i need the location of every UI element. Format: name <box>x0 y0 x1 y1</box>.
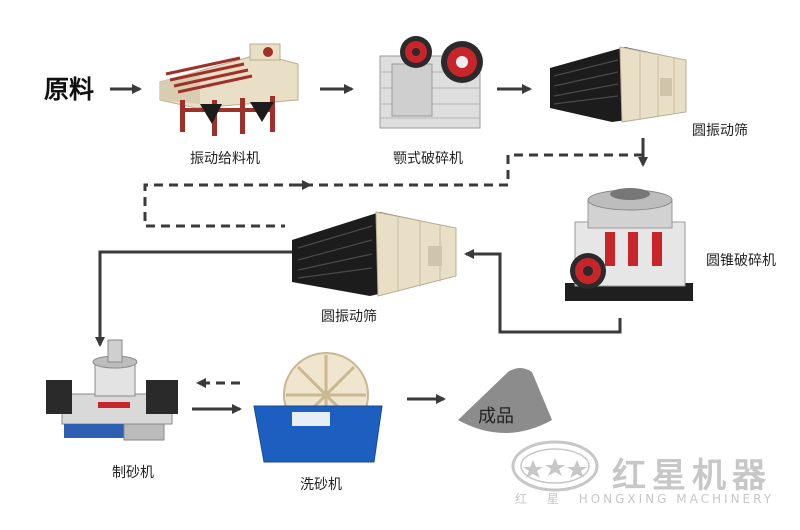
vibrating-feeder-label: 振动给料机 <box>190 151 260 167</box>
sand-washer-label: 洗砂机 <box>300 477 342 493</box>
arrow-screen2-to-sandmaker <box>95 250 294 347</box>
return-arrows-dashed <box>143 153 643 388</box>
vibrating-screen-1-image <box>550 46 687 123</box>
vibrating-screen-2-image <box>292 211 457 297</box>
product-pile <box>458 368 552 433</box>
cone-crusher-image <box>565 188 693 301</box>
brand-sub-en: HONGXING MACHINERY <box>578 492 775 506</box>
raw-material-label: 原料 <box>44 75 95 104</box>
jaw-crusher-label: 颚式破碎机 <box>393 151 463 167</box>
brand-name: 红星机器 <box>612 456 772 496</box>
flow-arrows <box>95 84 648 414</box>
brand-sub-cn-2: 星 <box>546 492 562 506</box>
jaw-crusher-image <box>379 36 483 129</box>
brand-subtitle: 红 星 HONGXING MACHINERY <box>515 490 784 507</box>
sand-making-machine-image <box>46 339 178 441</box>
brand-sub-cn-1: 红 <box>515 492 531 506</box>
arrow-screen1-oversize-return <box>143 153 643 228</box>
brand-logo <box>511 440 599 492</box>
vibrating-screen-1-label: 圆振动筛 <box>692 123 748 139</box>
cone-crusher-label: 圆锥破碎机 <box>706 253 776 269</box>
vibrating-feeder-image <box>159 43 299 136</box>
arrow-cone-to-screen2 <box>464 249 622 334</box>
sand-washer-image <box>253 352 383 463</box>
sand-maker-label: 制砂机 <box>112 465 154 481</box>
product-label: 成品 <box>478 406 514 427</box>
vibrating-screen-2-label: 圆振动筛 <box>321 309 377 325</box>
